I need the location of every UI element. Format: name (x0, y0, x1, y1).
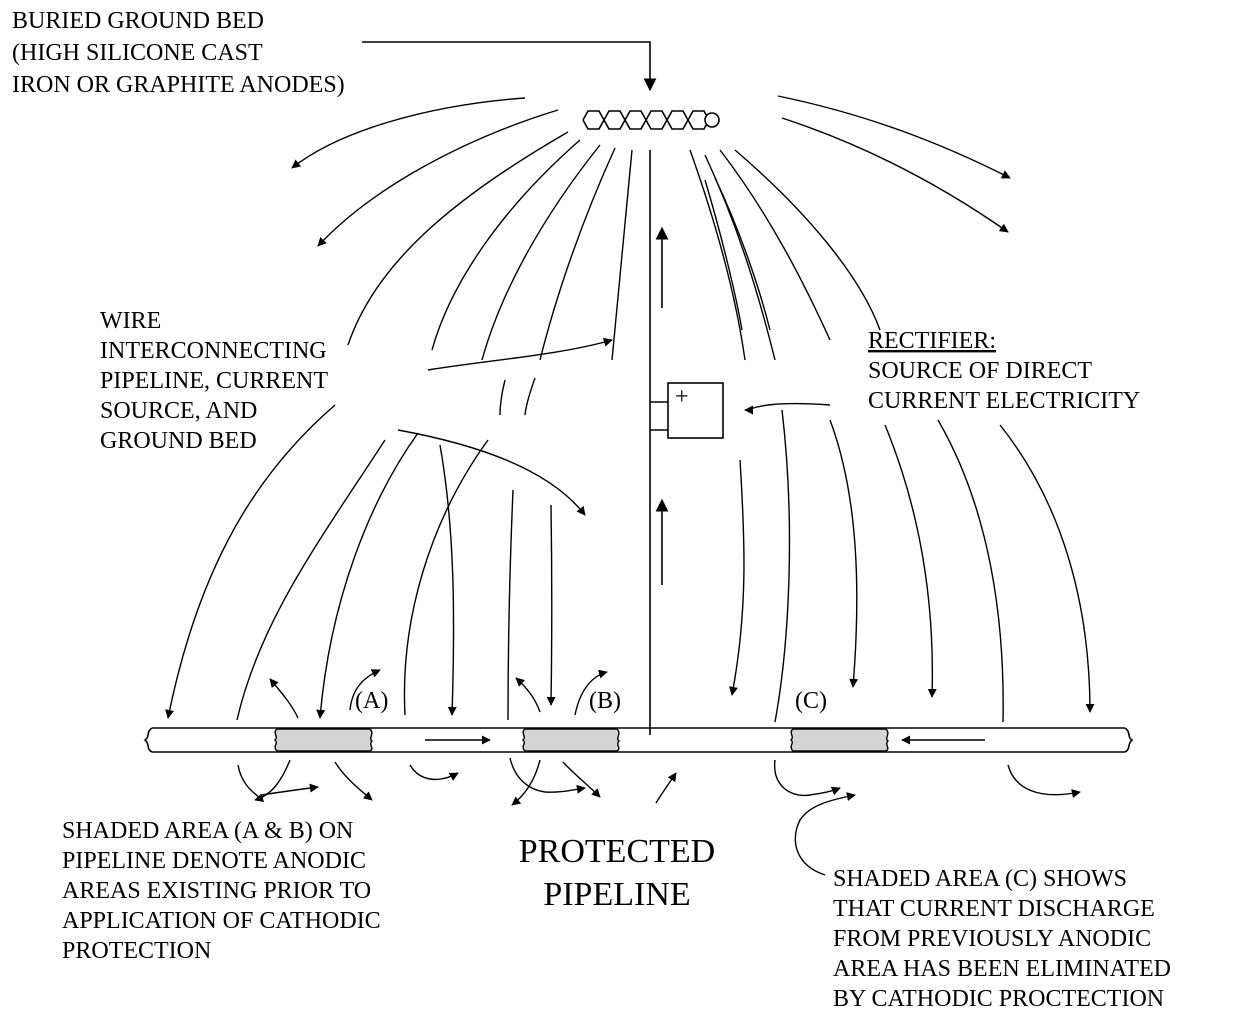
wire-label-line-3: PIPELINE, CURRENT (100, 368, 328, 394)
shaded-ab-note-line-2: PIPELINE DENOTE ANODIC (62, 848, 366, 874)
shaded-c-note-line-1: SHADED AREA (C) SHOWS (833, 866, 1127, 892)
rectifier-box (667, 382, 724, 439)
ground-bed-label-line-3: IRON OR GRAPHITE ANODES) (12, 72, 345, 98)
wire-label-line-4: SOURCE, AND (100, 398, 257, 424)
rectifier-desc-line-2: CURRENT ELECTRICITY (868, 388, 1140, 414)
shaded-ab-note-line-1: SHADED AREA (A & B) ON (62, 818, 353, 844)
rectifier-title: RECTIFIER: (868, 328, 996, 354)
discharge-arrows-upper (269, 669, 608, 719)
shaded-area-b (521, 728, 621, 752)
upper-current-lines (291, 95, 1011, 416)
shaded-area-c (789, 728, 890, 752)
shaded-c-note-line-5: BY CATHODIC PROCTECTION (833, 986, 1164, 1012)
wire-label-line-1: WIRE (100, 308, 161, 334)
area-a-label: (A) (355, 688, 388, 714)
wire-label-line-5: GROUND BED (100, 428, 257, 454)
ground-bed-pointer-arrow (362, 41, 657, 92)
pipeline (143, 727, 1134, 753)
shaded-ab-note-line-3: AREAS EXISTING PRIOR TO (62, 878, 371, 904)
shaded-area-a (273, 728, 374, 752)
shaded-ab-note-line-5: PROTECTION (62, 938, 211, 964)
shaded-c-note-line-2: THAT CURRENT DISCHARGE (833, 896, 1155, 922)
protected-pipeline-line-1: PROTECTED (519, 833, 715, 870)
shaded-c-note-line-3: FROM PREVIOUSLY ANODIC (833, 926, 1151, 952)
ground-bed-label-line-1: BURIED GROUND BED (12, 8, 264, 34)
discharge-arrows-lower (237, 757, 1081, 876)
rectifier-plus-sign: + (675, 384, 689, 410)
ground-bed-anodes (582, 110, 720, 130)
shaded-c-note-line-4: AREA HAS BEEN ELIMINATED (833, 956, 1171, 982)
interconnecting-wire (649, 150, 668, 735)
ground-bed-label-line-2: (HIGH SILICONE CAST (12, 40, 263, 66)
area-b-label: (B) (589, 688, 621, 714)
protected-pipeline-line-2: PIPELINE (543, 876, 690, 913)
rectifier-desc-line-1: SOURCE OF DIRECT (868, 358, 1092, 384)
wire-label-line-2: INTERCONNECTING (100, 338, 327, 364)
shaded-ab-note-line-4: APPLICATION OF CATHODIC (62, 908, 381, 934)
area-c-label: (C) (795, 688, 827, 714)
lower-current-lines (165, 337, 1095, 723)
